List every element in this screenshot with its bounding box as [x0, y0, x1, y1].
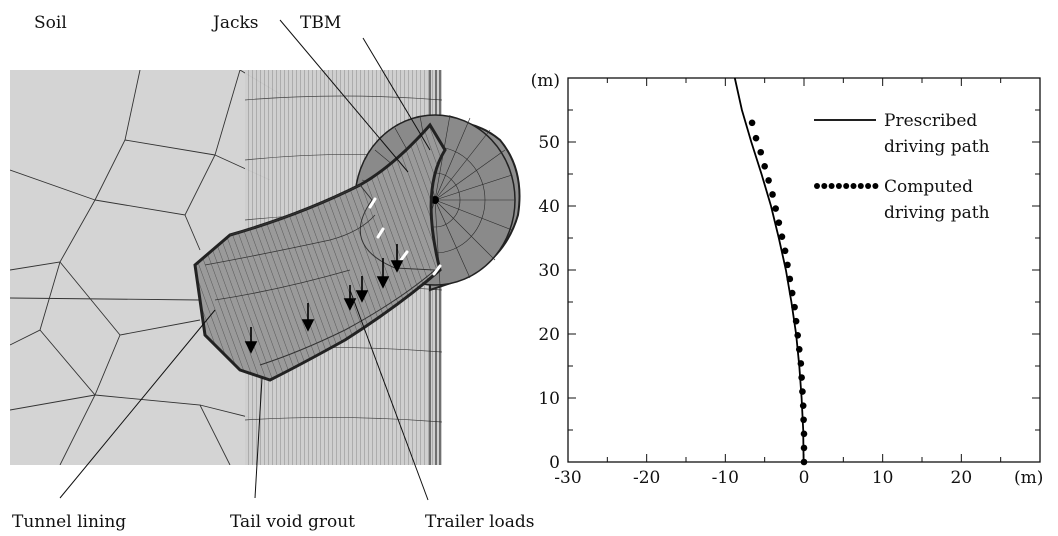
y-tick-label: 40 [538, 197, 560, 217]
computed-path-point [797, 360, 805, 367]
computed-path-point [769, 191, 776, 198]
computed-path-point [765, 177, 772, 184]
jack-marks [368, 197, 442, 276]
x-axis-label: (m) [1014, 468, 1043, 488]
x-tick-label: -20 [633, 468, 660, 488]
label-tbm: TBM [300, 13, 341, 33]
y-tick-label: 0 [549, 453, 560, 473]
legend-prescribed-line1: Prescribed [884, 111, 977, 131]
legend-dot-swatch [850, 183, 857, 189]
legend-computed-line2: driving path [884, 203, 990, 223]
driving-path-chart: -30 -20 -10 0 10 20 (m) 0 10 20 30 40 50 (m) Prescribe… [531, 71, 1044, 488]
x-tick-label: -30 [554, 468, 581, 488]
computed-path-point [799, 388, 806, 395]
computed-path-point [800, 430, 808, 438]
computed-path-point [775, 219, 783, 226]
legend-dot-swatch [843, 183, 850, 189]
computed-path-point [794, 331, 802, 339]
prescribed-path-line [733, 77, 805, 463]
legend-dot-swatch [865, 183, 872, 189]
legend-dot-swatch [872, 183, 879, 189]
legend-computed-line1: Computed [884, 177, 973, 197]
y-tick-label: 20 [538, 325, 560, 345]
leader-lines [59, 19, 431, 501]
label-trailer-loads: Trailer loads [425, 512, 534, 532]
computed-path-point [772, 205, 779, 212]
computed-path-point [800, 416, 807, 424]
computed-path-point [778, 233, 786, 241]
y-tick-label: 30 [538, 261, 560, 281]
computed-path-point [791, 303, 798, 311]
x-tick-label: 0 [799, 468, 810, 488]
tunnel-lining [193, 122, 447, 382]
computed-path-point [781, 247, 789, 255]
computed-path-point [748, 119, 756, 127]
computed-path-point [761, 163, 768, 170]
legend-dot-swatch [857, 183, 864, 189]
legend-dot-swatch [814, 183, 820, 189]
computed-path-point [757, 148, 765, 156]
legend-dot-swatch [835, 183, 842, 189]
computed-path-point [792, 317, 800, 325]
y-axis-label: (m) [531, 71, 560, 91]
y-tick-label: 50 [538, 133, 560, 153]
tbm-center [431, 196, 439, 204]
y-tick-label: 10 [538, 389, 560, 409]
computed-path-point [788, 289, 796, 297]
x-tick-label: 10 [872, 468, 894, 488]
x-tick-label: 20 [951, 468, 973, 488]
computed-path-point [799, 402, 807, 409]
computed-path-point [786, 275, 794, 283]
legend-dot-swatch [828, 183, 835, 189]
computed-path-point [795, 346, 803, 353]
computed-path-point [800, 458, 808, 466]
label-soil: Soil [34, 13, 67, 33]
computed-path-point [798, 374, 805, 381]
legend-dot-swatch [821, 183, 828, 189]
computed-path-point [800, 444, 808, 452]
trailer-load-arrows [244, 244, 404, 354]
computed-path-point [784, 261, 791, 269]
label-tunnel-lining: Tunnel lining [12, 512, 126, 532]
label-tail-void-grout: Tail void grout [230, 512, 355, 532]
legend-prescribed-line2: driving path [884, 137, 990, 157]
label-jacks: Jacks [211, 13, 259, 33]
fe-model-diagram: Soil Jacks TBM Tunnel lining Tail void g… [10, 13, 534, 532]
x-tick-label: -10 [712, 468, 739, 488]
computed-path-point [752, 134, 760, 142]
